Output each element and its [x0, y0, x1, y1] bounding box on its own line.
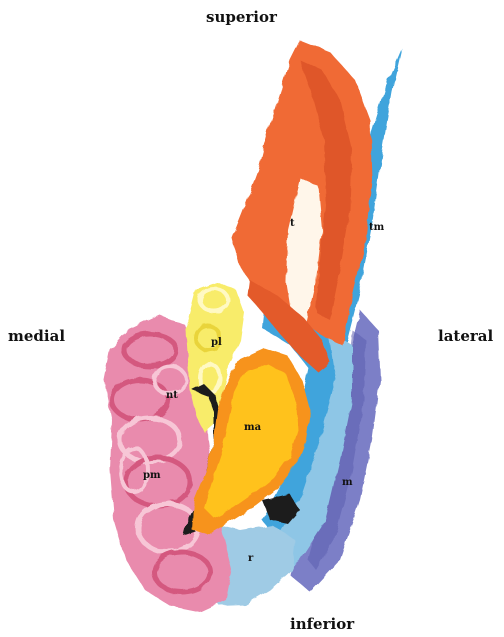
- orientation-medial-label: medial: [8, 327, 65, 345]
- orientation-lateral-label: lateral: [438, 327, 493, 345]
- part-label-r: r: [248, 553, 253, 564]
- part-label-t: t: [290, 218, 295, 229]
- part-label-ma: ma: [244, 422, 261, 433]
- orientation-superior-label: superior: [206, 8, 277, 26]
- orientation-inferior-label: inferior: [290, 615, 354, 633]
- part-label-tm: tm: [369, 222, 384, 233]
- part-label-m: m: [342, 477, 353, 488]
- part-label-nt: nt: [166, 390, 178, 401]
- part-label-pl: pl: [211, 337, 222, 348]
- part-label-pm: pm: [143, 470, 161, 481]
